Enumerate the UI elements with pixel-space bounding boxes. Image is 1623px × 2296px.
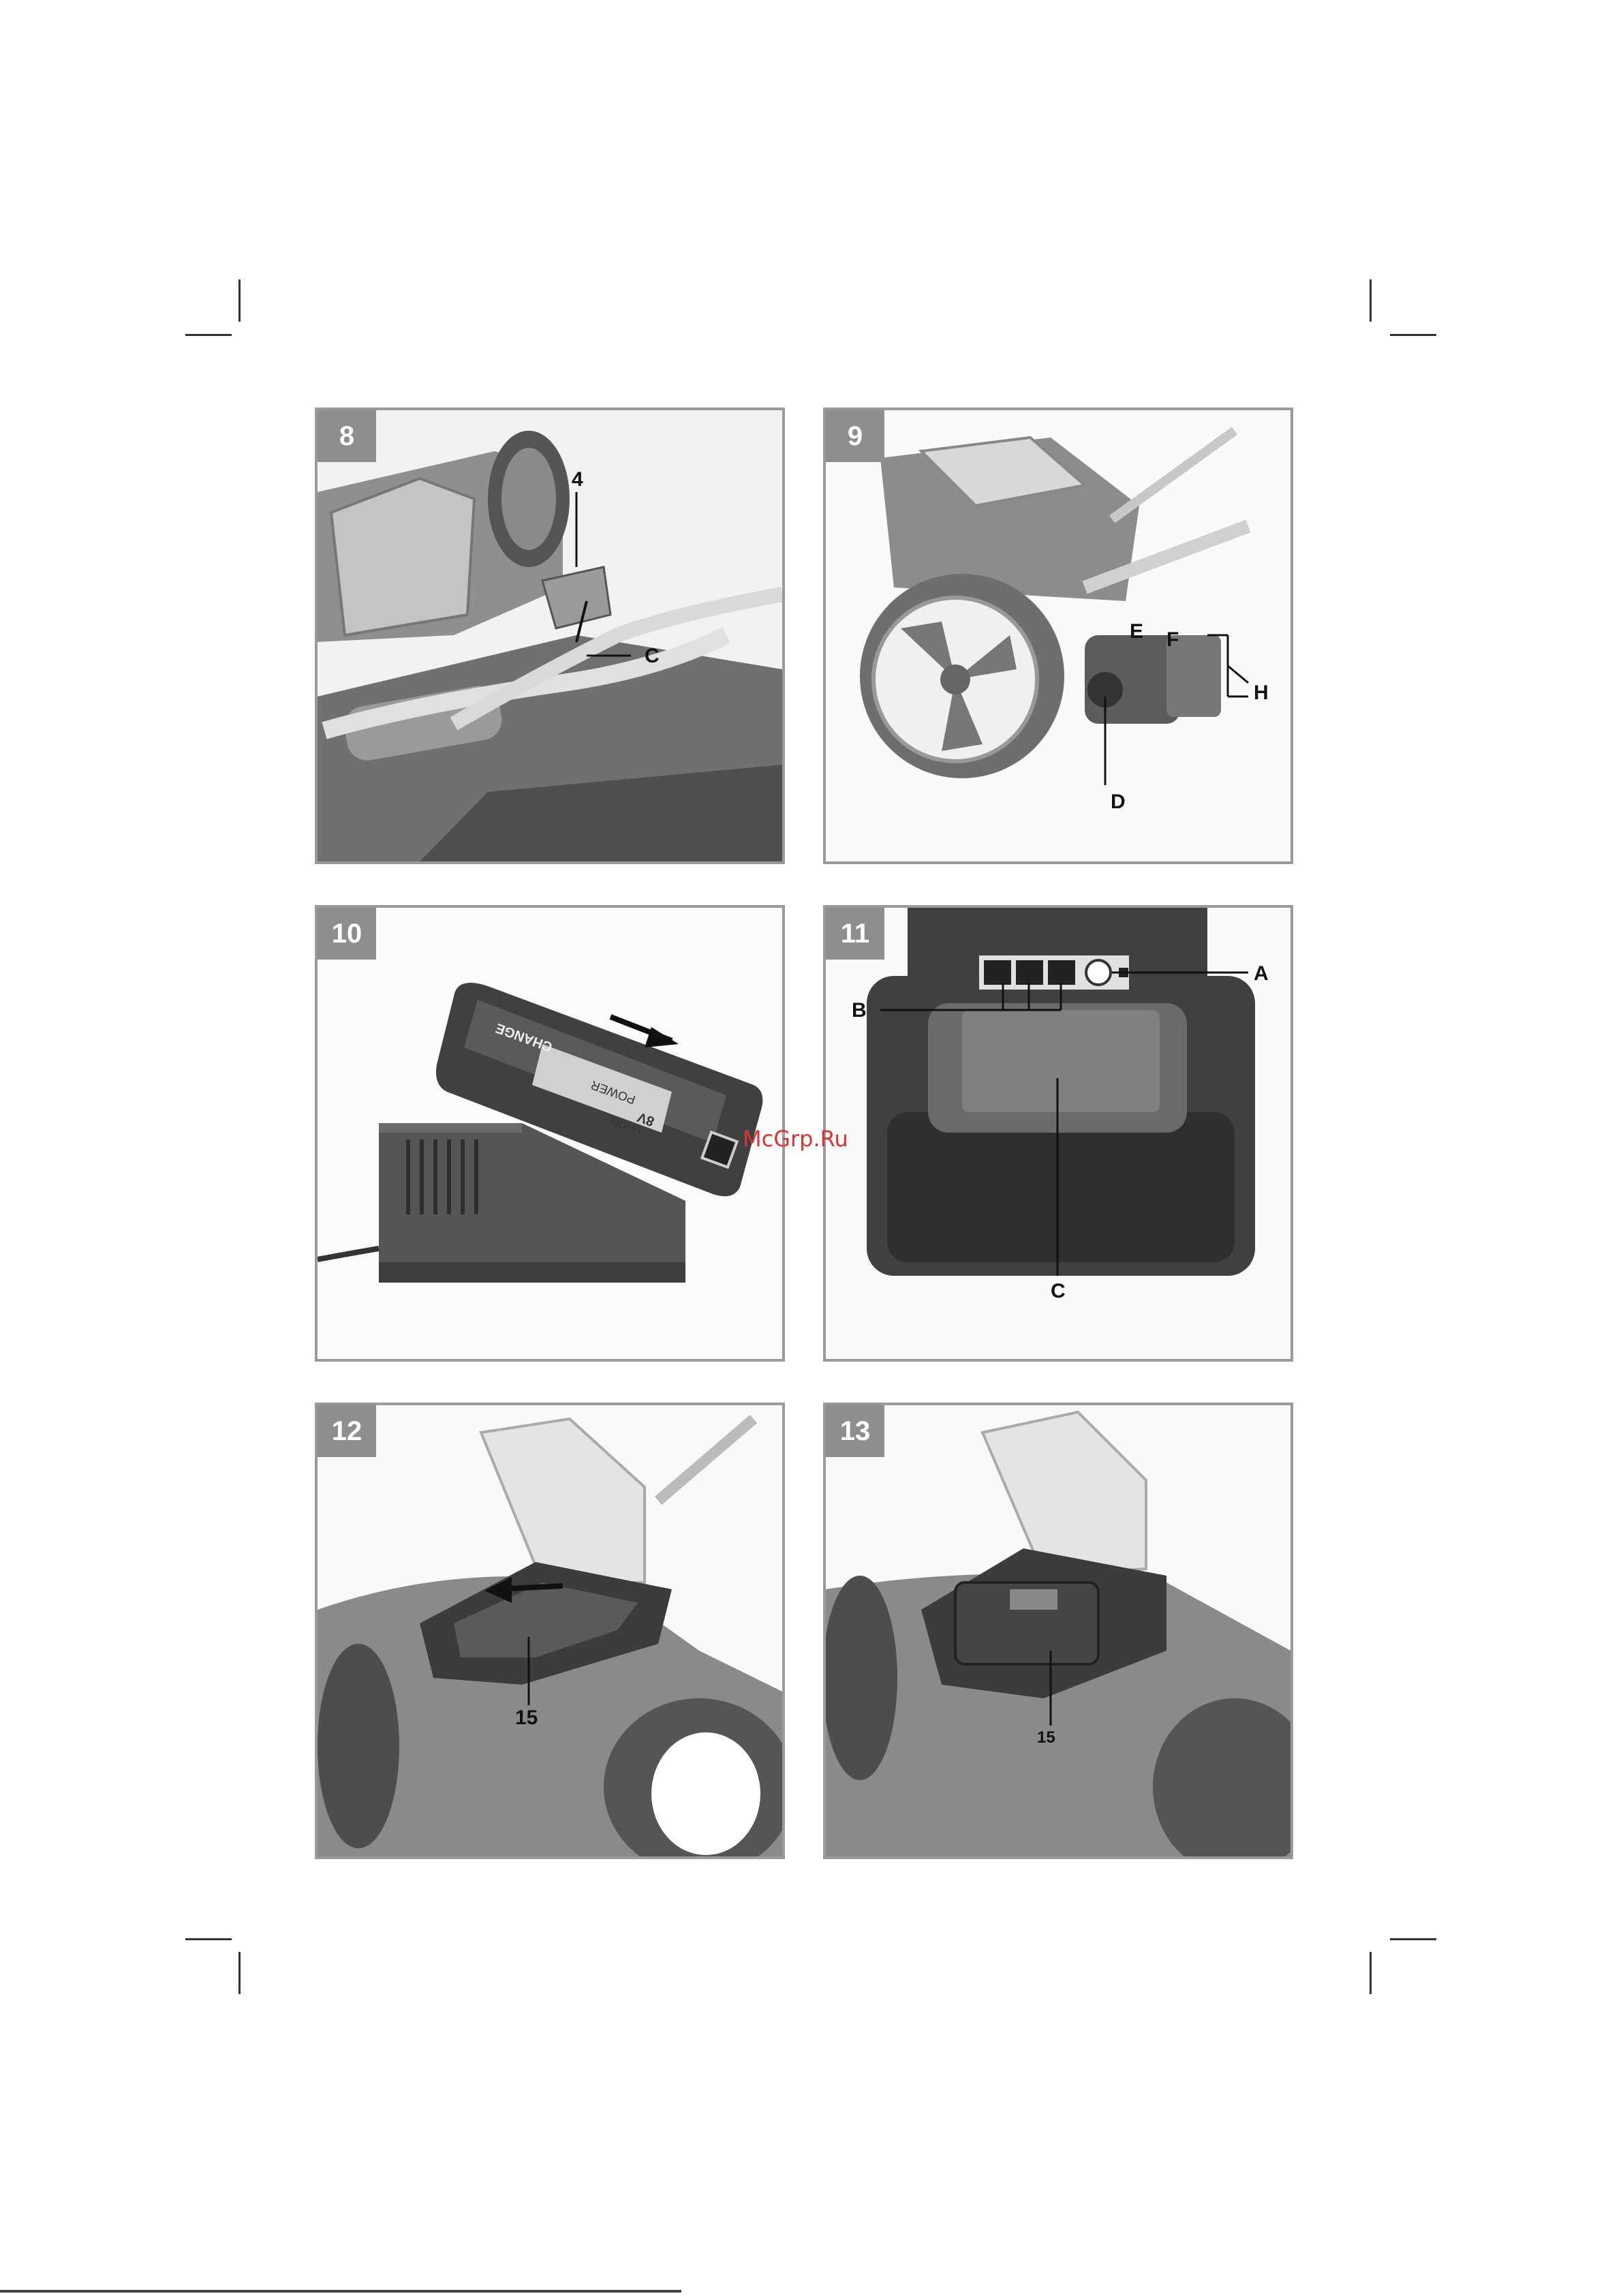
figure-panel-12: 12 15 xyxy=(315,1403,785,1859)
figure-panel-13: 13 15 xyxy=(823,1403,1293,1859)
mower-handle-adjustment-illustration xyxy=(318,410,782,861)
figure-number: 10 xyxy=(318,908,376,960)
callout-label: F xyxy=(1166,628,1179,652)
figure-number: 13 xyxy=(826,1405,884,1457)
figure-panel-11: 11 A B C xyxy=(823,905,1293,1362)
battery-inserted-illustration xyxy=(826,1405,1290,1856)
callout-label: B xyxy=(852,999,867,1022)
figure-number: 11 xyxy=(826,908,884,960)
callout-label: 15 xyxy=(515,1706,538,1730)
crop-mark-bottom-left-horizontal xyxy=(185,1938,232,1940)
callout-label: 15 xyxy=(1037,1728,1055,1747)
figure-panel-9: 9 E F H D xyxy=(823,408,1293,864)
crop-mark-bottom-right-vertical xyxy=(1370,1952,1372,1994)
callout-label: E xyxy=(1130,620,1143,643)
battery-charger-illustration xyxy=(318,908,782,1359)
crop-mark-top-left-vertical xyxy=(238,279,241,322)
figure-panel-10: 10 CHANGE 8V POWER Li-ION xyxy=(315,905,785,1362)
callout-label: 4 xyxy=(572,468,583,491)
battery-compartment-open-illustration xyxy=(318,1405,782,1856)
figure-number: 9 xyxy=(826,410,884,462)
callout-label: C xyxy=(645,645,660,668)
crop-mark-top-left-horizontal xyxy=(185,334,232,336)
figure-number: 12 xyxy=(318,1405,376,1457)
callout-label: D xyxy=(1111,791,1126,814)
footer-rule xyxy=(0,2290,681,2293)
callout-label: A xyxy=(1254,962,1269,985)
crop-mark-top-right-horizontal xyxy=(1390,334,1436,336)
figure-number: 8 xyxy=(318,410,376,462)
callout-label: H xyxy=(1254,682,1269,705)
crop-mark-bottom-right-horizontal xyxy=(1390,1938,1436,1940)
figure-panel-8: 8 4 C xyxy=(315,408,785,864)
callout-label: C xyxy=(1051,1280,1066,1303)
watermark: McGrp.Ru xyxy=(743,1126,848,1152)
crop-mark-top-right-vertical xyxy=(1370,279,1372,322)
crop-mark-bottom-left-vertical xyxy=(238,1952,241,1994)
mower-side-view-illustration xyxy=(826,410,1290,861)
